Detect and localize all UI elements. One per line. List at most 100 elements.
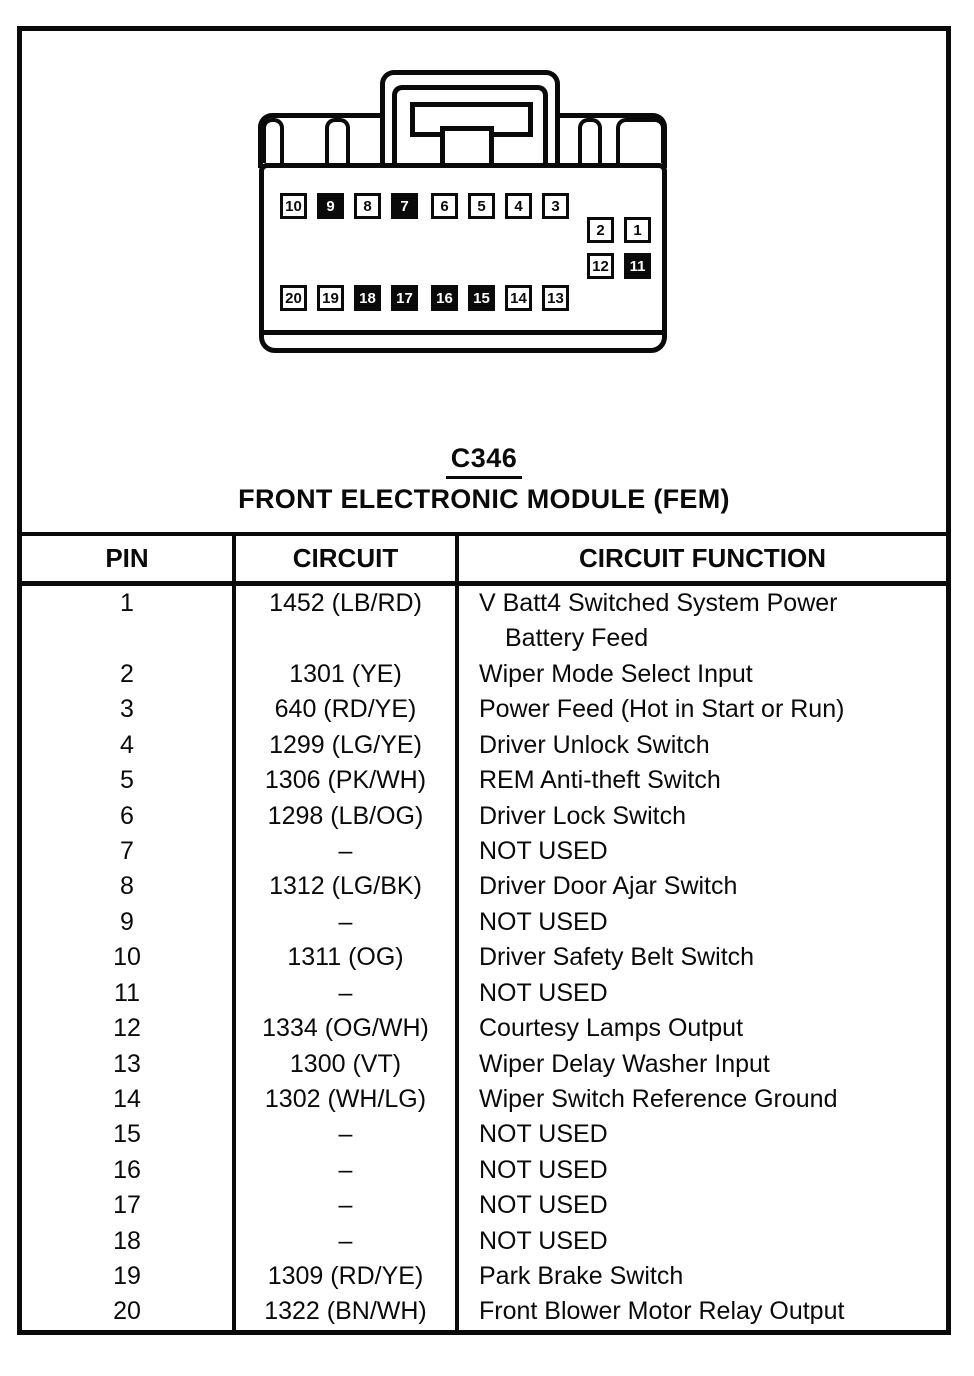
cell-circuit: 1306 (PK/WH) — [236, 763, 459, 799]
cell-pin: 14 — [22, 1081, 236, 1118]
function-text-line: NOT USED — [479, 836, 608, 865]
cell-circuit: 1334 (OG/WH) — [236, 1011, 459, 1047]
cell-pin: 10 — [22, 940, 236, 976]
cell-pin: 18 — [22, 1223, 236, 1260]
function-text-line: Battery Feed — [505, 624, 649, 653]
connector-latch-slot — [410, 102, 533, 137]
function-text-line: NOT USED — [479, 1226, 608, 1255]
pin-box-2: 2 — [587, 217, 614, 243]
cell-pin: 9 — [22, 904, 236, 941]
cell-circuit-function: Driver Lock Switch — [459, 799, 946, 834]
header-circuit: CIRCUIT — [236, 536, 459, 581]
pin-box-10: 10 — [280, 193, 307, 219]
cell-pin: 3 — [22, 692, 236, 728]
pin-box-17: 17 — [391, 285, 418, 311]
function-text-line: Front Blower Motor Relay Output — [479, 1297, 845, 1326]
pin-box-19: 19 — [317, 285, 344, 311]
pin-box-3: 3 — [542, 193, 569, 219]
cell-circuit-function: Driver Safety Belt Switch — [459, 940, 946, 975]
table-row-pin-16: 16–NOT USED — [22, 1152, 946, 1189]
connector-name-label: FRONT ELECTRONIC MODULE (FEM) — [238, 484, 730, 514]
pin-box-20: 20 — [280, 285, 307, 311]
cell-circuit: 640 (RD/YE) — [236, 692, 459, 728]
pin-box-11: 11 — [624, 253, 651, 279]
pin-box-8: 8 — [354, 193, 381, 219]
function-text-line: Driver Safety Belt Switch — [479, 943, 755, 972]
cell-pin: 13 — [22, 1046, 236, 1082]
cell-circuit-function: Driver Door Ajar Switch — [459, 869, 946, 904]
connector-bottom-lip — [262, 330, 664, 335]
table-row-pin-17: 17–NOT USED — [22, 1188, 946, 1224]
cell-circuit-function: NOT USED — [459, 1188, 946, 1223]
table-header-row: PIN CIRCUIT CIRCUIT FUNCTION — [22, 536, 946, 586]
cell-circuit-function: NOT USED — [459, 1153, 946, 1188]
cell-circuit: 1298 (LB/OG) — [236, 798, 459, 834]
cell-pin: 11 — [22, 975, 236, 1012]
table-row-pin-9: 9–NOT USED — [22, 904, 946, 941]
cell-circuit-function: NOT USED — [459, 834, 946, 869]
cell-pin: 2 — [22, 656, 236, 693]
connector-id-label: C346 — [445, 443, 523, 479]
header-circuit-function: CIRCUIT FUNCTION — [579, 543, 826, 573]
cell-circuit: 1311 (OG) — [236, 940, 459, 976]
pin-box-1: 1 — [624, 217, 651, 243]
cell-circuit: 1299 (LG/YE) — [236, 727, 459, 764]
pin-box-16: 16 — [431, 285, 458, 311]
cell-circuit: 1302 (WH/LG) — [236, 1081, 459, 1118]
table-row-pin-18: 18–NOT USED — [22, 1223, 946, 1260]
pin-box-4: 4 — [505, 193, 532, 219]
connector-ridge — [616, 118, 665, 163]
connector-ridge — [578, 118, 602, 163]
pin-box-9: 9 — [317, 193, 344, 219]
cell-circuit: – — [236, 1188, 459, 1224]
function-text-line: Wiper Delay Washer Input — [479, 1049, 770, 1078]
function-text-line: NOT USED — [479, 1191, 608, 1220]
function-text-line: Courtesy Lamps Output — [479, 1014, 744, 1043]
title-block: C346 FRONT ELECTRONIC MODULE (FEM) — [22, 443, 946, 515]
function-text-line: NOT USED — [479, 1120, 608, 1149]
cell-circuit-function: REM Anti-theft Switch — [459, 763, 946, 798]
cell-pin: 1 — [22, 586, 236, 657]
pin-box-12: 12 — [587, 253, 614, 279]
pin-box-15: 15 — [468, 285, 495, 311]
table-row-pin-15: 15–NOT USED — [22, 1117, 946, 1153]
cell-pin: 4 — [22, 727, 236, 764]
cell-pin: 8 — [22, 869, 236, 905]
function-text-line: Park Brake Switch — [479, 1262, 684, 1291]
cell-circuit: – — [236, 1152, 459, 1189]
cell-circuit: 1312 (LG/BK) — [236, 869, 459, 905]
cell-pin: 16 — [22, 1152, 236, 1189]
function-text-line: REM Anti-theft Switch — [479, 766, 721, 795]
pin-box-6: 6 — [431, 193, 458, 219]
cell-circuit: 1452 (LB/RD) — [236, 586, 459, 657]
function-text-line: NOT USED — [479, 1155, 608, 1184]
connector-left-shoulder — [258, 113, 380, 168]
connector-latch-tab — [440, 126, 494, 168]
cell-pin: 19 — [22, 1259, 236, 1295]
cell-circuit: 1301 (YE) — [236, 656, 459, 693]
cell-circuit-function: NOT USED — [459, 976, 946, 1011]
cell-pin: 17 — [22, 1188, 236, 1224]
cell-circuit-function: Power Feed (Hot in Start or Run) — [459, 692, 946, 727]
cell-circuit: 1300 (VT) — [236, 1046, 459, 1082]
cell-circuit-function: NOT USED — [459, 1117, 946, 1152]
cell-circuit-function: Front Blower Motor Relay Output — [459, 1294, 946, 1329]
cell-circuit-function: Courtesy Lamps Output — [459, 1011, 946, 1046]
cell-circuit: – — [236, 1223, 459, 1260]
pin-box-7: 7 — [391, 193, 418, 219]
function-text-line: NOT USED — [479, 907, 608, 936]
cell-circuit-function: Wiper Delay Washer Input — [459, 1047, 946, 1082]
cell-pin: 15 — [22, 1117, 236, 1153]
pin-box-13: 13 — [542, 285, 569, 311]
